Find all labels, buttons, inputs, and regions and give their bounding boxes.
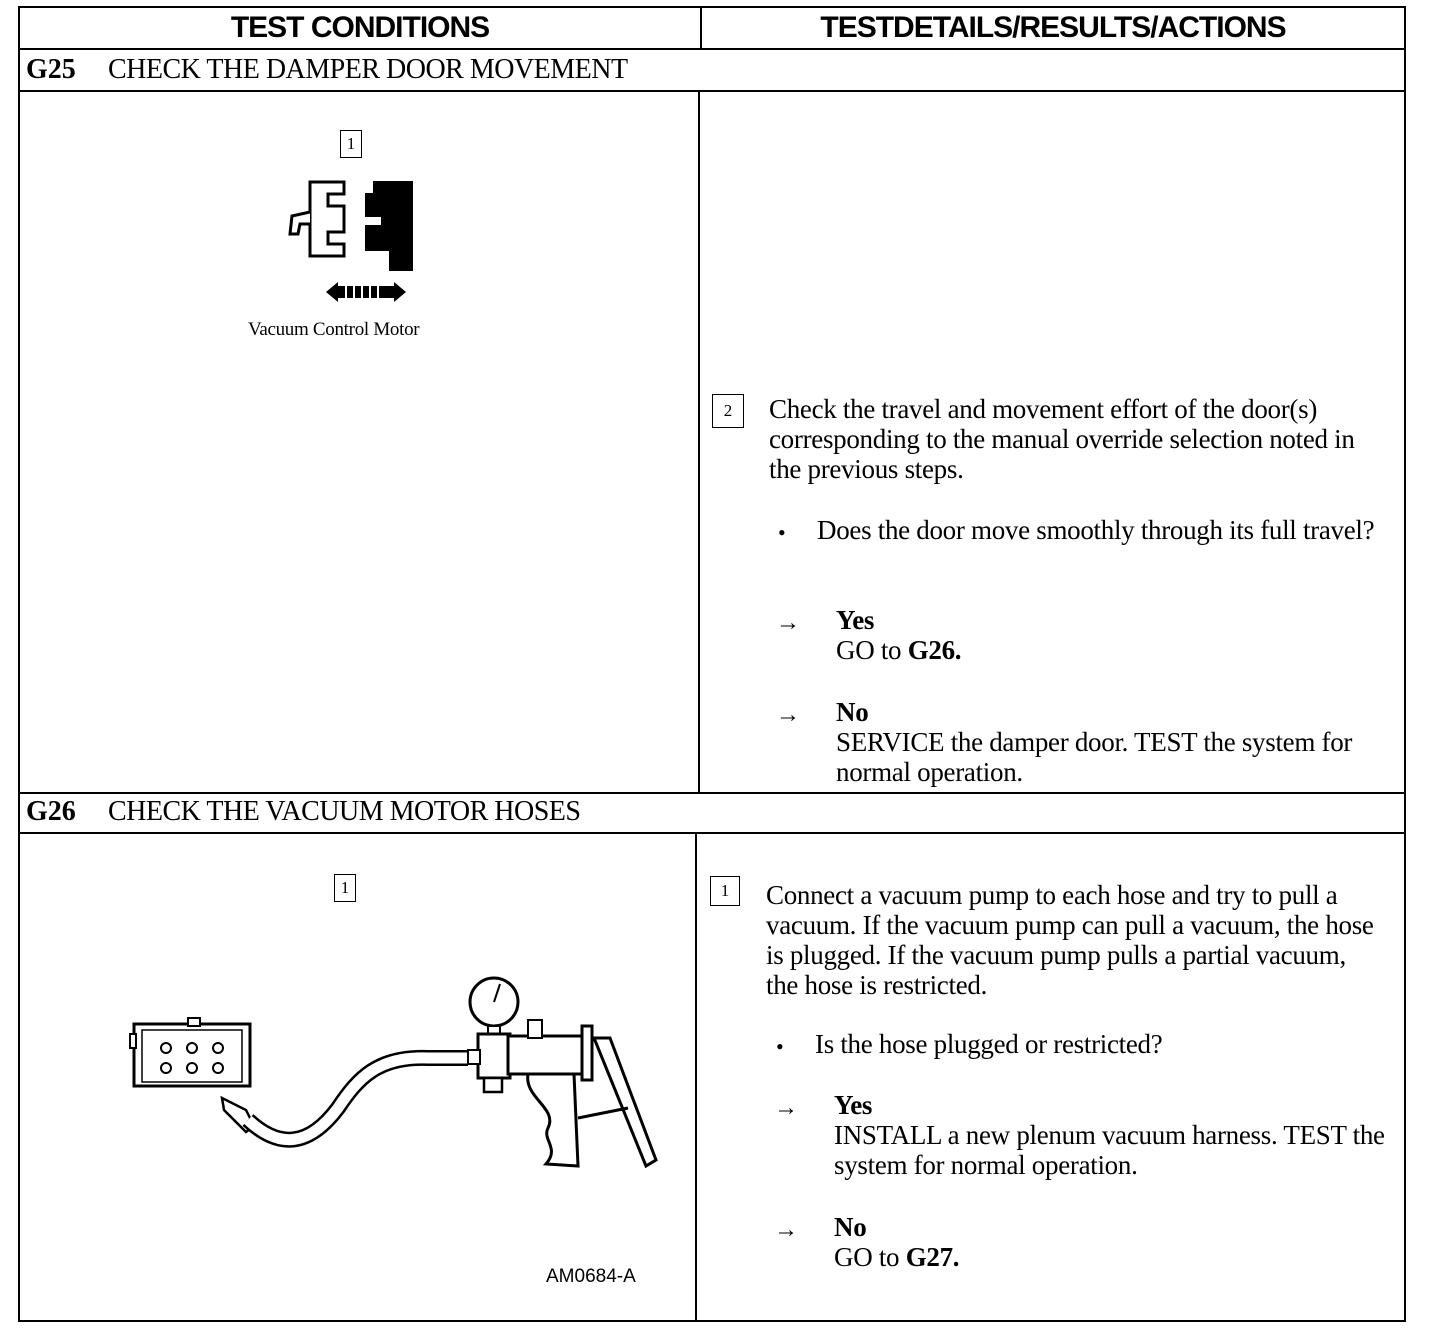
- g25-yes-action-pre: GO to: [836, 635, 908, 665]
- g26-no-block: No GO to G27.: [834, 1212, 1394, 1272]
- divider: [20, 792, 1404, 794]
- g26-code: G26: [26, 796, 76, 827]
- g26-bullet: •: [776, 1034, 784, 1059]
- g25-bullet: •: [778, 520, 786, 545]
- g25-figure-caption: Vacuum Control Motor: [248, 319, 420, 340]
- g26-title-row: G26 CHECK THE VACUUM MOTOR HOSES: [26, 792, 581, 832]
- g26-step-text: Connect a vacuum pump to each hose and t…: [766, 880, 1374, 1000]
- g25-question: Does the door move smoothly through its …: [817, 515, 1375, 545]
- column-divider: [698, 92, 700, 792]
- g26-question: Is the hose plugged or restricted?: [815, 1029, 1163, 1059]
- g26-step-box: 1: [710, 876, 740, 906]
- g26-no-label: No: [834, 1212, 867, 1242]
- g26-yes-action: INSTALL a new plenum vacuum harness. TES…: [834, 1120, 1385, 1180]
- g25-no-label: No: [836, 697, 869, 727]
- vacuum-pump-hose-diagram: [129, 976, 658, 1169]
- g25-figure-step-box: 1: [340, 130, 362, 158]
- g25-yes-action-ref: G26.: [907, 635, 962, 665]
- g25-step-box: 2: [712, 394, 744, 428]
- g25-no-block: No SERVICE the damper door. TEST the sys…: [836, 697, 1396, 787]
- header-test-conditions: TEST CONDITIONS: [20, 8, 702, 48]
- g25-no-action: SERVICE the damper door. TEST the system…: [836, 727, 1353, 787]
- g26-yes-arrow: →: [774, 1095, 798, 1121]
- divider: [20, 832, 1404, 834]
- g26-no-action-ref: G27.: [905, 1242, 960, 1272]
- g26-no-arrow: →: [774, 1217, 798, 1243]
- g25-title: CHECK THE DAMPER DOOR MOVEMENT: [108, 54, 628, 85]
- vacuum-control-motor-diagram: [288, 180, 413, 302]
- g25-yes-label: Yes: [836, 605, 875, 635]
- g25-code: G25: [26, 54, 76, 85]
- procedure-table: TEST CONDITIONS TESTDETAILS/RESULTS/ACTI…: [18, 6, 1406, 1322]
- g26-title: CHECK THE VACUUM MOTOR HOSES: [108, 796, 581, 827]
- header-test-details: TESTDETAILS/RESULTS/ACTIONS: [820, 11, 1286, 44]
- divider: [20, 90, 1404, 92]
- divider: [20, 48, 1404, 50]
- g25-yes-arrow: →: [776, 610, 800, 636]
- g25-no-arrow: →: [776, 702, 800, 728]
- g26-figure-step-box: 1: [334, 874, 356, 902]
- column-divider: [695, 834, 697, 1322]
- g26-yes-label: Yes: [834, 1090, 873, 1120]
- g25-title-row: G25 CHECK THE DAMPER DOOR MOVEMENT: [26, 50, 628, 90]
- g26-no-action-pre: GO to: [834, 1242, 906, 1272]
- g26-yes-block: Yes INSTALL a new plenum vacuum harness.…: [834, 1090, 1394, 1180]
- g26-figure-id: AM0684-A: [546, 1266, 636, 1287]
- g25-yes-block: Yes GO to G26.: [836, 605, 1396, 665]
- g25-step-text: Check the travel and movement effort of …: [769, 394, 1355, 484]
